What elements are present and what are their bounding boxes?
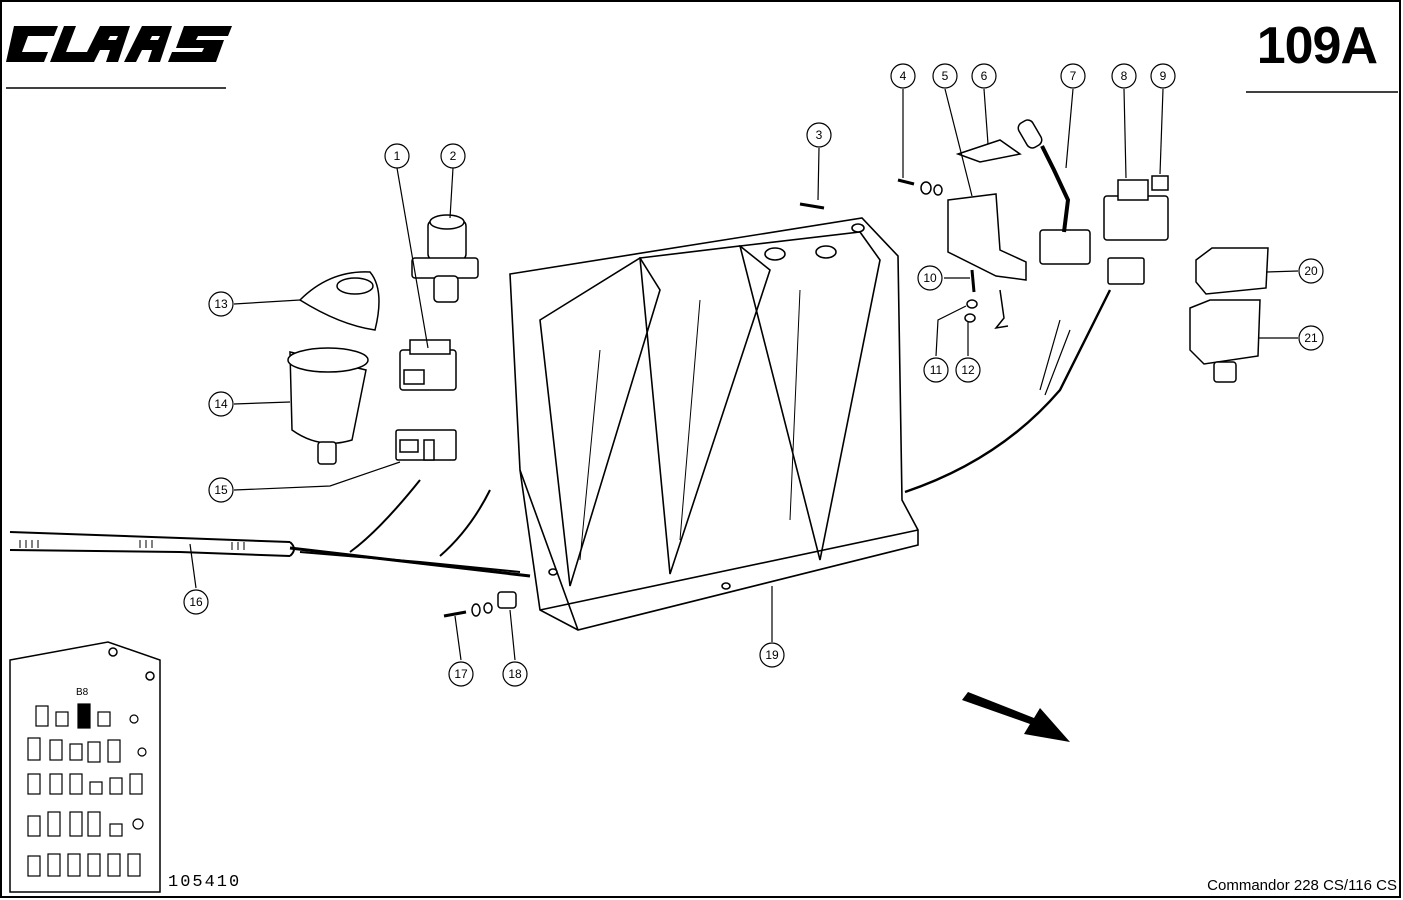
pin-part [799,202,825,210]
svg-text:8: 8 [1121,69,1128,83]
plug-part [1107,257,1145,285]
callout-18: 18 [502,661,528,687]
rocker-switch-part [1103,179,1169,241]
screw-part [897,178,915,186]
fuse-panel-inset [9,641,161,893]
svg-text:16: 16 [189,595,203,609]
plate-part [955,139,1022,163]
leader-lines [189,88,1299,661]
svg-text:10: 10 [923,271,937,285]
callout-15: 15 [208,477,234,503]
callout-12: 12 [955,357,981,383]
callout-11: 11 [923,357,949,383]
symbol-insert-part [1151,175,1169,191]
clip-part [497,591,517,609]
component-sketches [287,119,1269,618]
drawing-number: 105410 [168,873,242,892]
cup-part [287,347,369,465]
control-panel-housing [509,217,919,631]
callout-16: 16 [183,589,209,615]
callout-4: 4 [890,63,916,89]
wiring-harness [9,289,1112,578]
svg-text:18: 18 [508,667,522,681]
relay-part [1195,247,1269,295]
switch-part [399,339,457,391]
callout-19: 19 [759,642,785,668]
svg-text:12: 12 [961,363,975,377]
callout-1: 1 [384,143,410,169]
fuse-highlight-label: B8 [76,687,89,698]
clip-screw-part [443,610,467,618]
svg-text:2: 2 [450,149,457,163]
callout-3: 3 [806,122,832,148]
callout-20: 20 [1298,258,1324,284]
svg-text:17: 17 [454,667,468,681]
cover-opening [336,277,374,295]
svg-text:5: 5 [942,69,949,83]
svg-text:11: 11 [930,363,943,377]
callout-9: 9 [1150,63,1176,89]
clip-washer-part [471,603,481,617]
lever-part [1017,119,1091,265]
svg-text:15: 15 [214,483,228,497]
relay-base-part [1189,299,1261,383]
callout-2: 2 [440,143,466,169]
lamp-part [994,289,1009,330]
bolt-part [970,269,976,293]
model-caption: Commandor 228 CS/116 CS [1207,877,1397,894]
washer-part [920,181,932,195]
connector-part [395,429,457,461]
callout-6: 6 [971,63,997,89]
svg-text:13: 13 [214,297,228,311]
svg-text:14: 14 [214,397,228,411]
svg-text:9: 9 [1160,69,1167,83]
bracket-part [947,193,1027,281]
claas-logo [6,26,232,62]
callout-21: 21 [1298,325,1324,351]
callouts: 1 2 3 4 5 6 7 8 9 10 11 12 13 14 15 16 1… [183,63,1324,687]
svg-text:4: 4 [900,69,907,83]
flat-washer-part [964,313,976,323]
callout-14: 14 [208,391,234,417]
clip-nut-part [483,602,493,614]
svg-text:19: 19 [765,648,779,662]
arrow-icon [962,692,1070,742]
svg-text:7: 7 [1070,69,1077,83]
svg-text:21: 21 [1304,331,1318,345]
callout-13: 13 [208,291,234,317]
svg-text:3: 3 [816,128,823,142]
callout-7: 7 [1060,63,1086,89]
lighter-part [411,214,479,303]
callout-10: 10 [917,265,943,291]
svg-text:6: 6 [981,69,988,83]
callout-8: 8 [1111,63,1137,89]
nut-part [933,184,943,196]
svg-text:1: 1 [394,149,401,163]
svg-text:20: 20 [1304,264,1318,278]
callout-5: 5 [932,63,958,89]
callout-17: 17 [448,661,474,687]
page-number: 109A [1256,17,1378,75]
lock-washer-part [966,299,978,309]
